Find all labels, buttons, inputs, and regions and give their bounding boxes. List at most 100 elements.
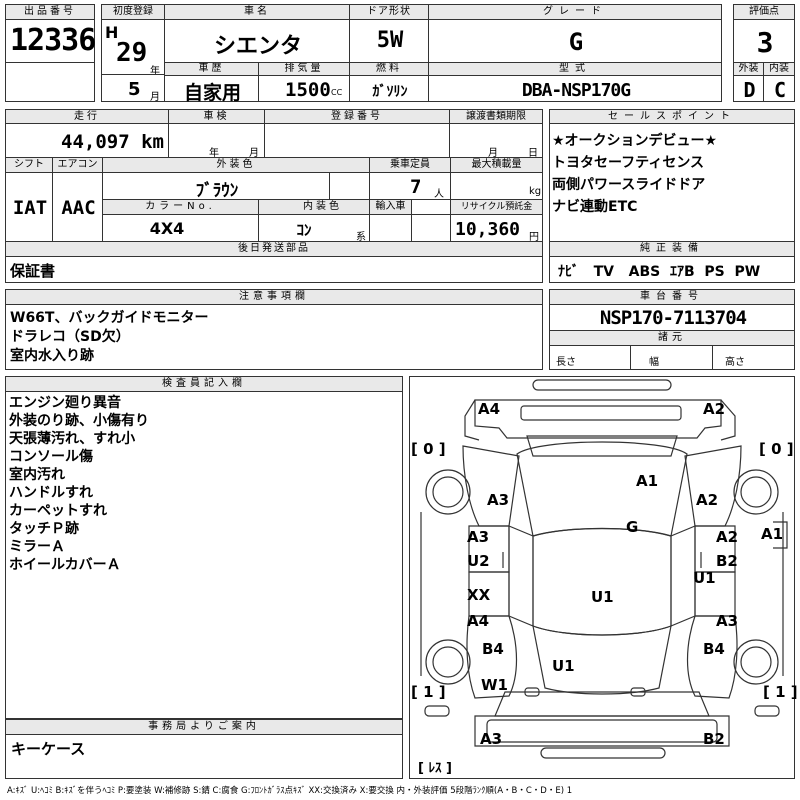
front-left-corner (464, 399, 480, 441)
ext-color: ﾌﾞﾗｳﾝ (195, 181, 239, 201)
chassis-cell: NSP170-7113704 (549, 304, 795, 331)
fuel-cell: ｶﾞｿﾘﾝ (349, 75, 429, 102)
equipment-item: ﾅﾋﾞ (558, 264, 579, 280)
inspection-cell: 年 月 (168, 123, 265, 159)
recycle-fee: 10,360 (455, 219, 521, 240)
specs-label: 諸元 (549, 330, 795, 346)
damage-mark: U1 (552, 657, 575, 675)
transfer-cell: 月 日 (449, 123, 543, 159)
equipment-cell: ﾅﾋﾞ TV ABS ｴｱB PS PW (549, 256, 795, 283)
right-fender-shape (684, 445, 742, 527)
era: H (105, 23, 119, 42)
damage-mark: A3 (480, 730, 503, 748)
rear-left-step (424, 705, 450, 717)
mileage-label: 走行 (5, 109, 169, 124)
inspector-line: コンソール傷 (9, 449, 93, 465)
transfer-label: 譲渡書類期限 (449, 109, 543, 124)
interior-grade: C (773, 78, 787, 102)
lot-no-cell: 12336 (5, 19, 96, 63)
import-extra-cell (411, 214, 451, 242)
first-reg-month-cell: 5 月 (101, 74, 165, 103)
rear-bumper-shape (474, 715, 730, 747)
grade-cell: G (428, 19, 722, 63)
damage-diagram-frame (409, 376, 795, 779)
exterior-cell: D (733, 75, 764, 102)
grade: G (568, 28, 584, 56)
inspector-line: ホイールカバーＡ (9, 557, 121, 573)
inspector-line: エンジン廻り異音 (9, 395, 121, 411)
max-load-unit: kg (529, 186, 542, 197)
height-label: 高さ (725, 357, 745, 368)
note-line: ドラレコ（SD欠） (10, 329, 130, 345)
year-unit: 年 (150, 66, 160, 77)
spare-tire-bracket: [ ﾚｽ ] (418, 761, 452, 776)
first-reg-year-cell: H 29 年 (101, 19, 165, 77)
height-cell: 高さ (712, 345, 795, 370)
score-cell: 3 (733, 19, 795, 63)
front-right-corner (720, 399, 736, 441)
color-no-cell: 4X4 (102, 214, 259, 242)
exterior-grade: D (743, 78, 756, 102)
damage-mark: A1 (636, 472, 659, 490)
rear-right-step (754, 705, 780, 717)
damage-mark: U2 (467, 552, 490, 570)
left-pillar-shape (508, 525, 534, 627)
damage-mark: U1 (591, 588, 614, 606)
first-reg-label: 初度登録 (101, 4, 165, 20)
equipment-list: ﾅﾋﾞ TV ABS ｴｱB PS PW (558, 261, 760, 281)
damage-mark: G (626, 518, 639, 536)
front-right-hub (740, 476, 772, 508)
color-no-label: カラーNo. (102, 199, 259, 215)
inspection-year-unit: 年 (209, 148, 219, 159)
damage-mark: W1 (481, 676, 508, 694)
fuel-label: 燃料 (349, 62, 429, 76)
door-label: ドア形状 (349, 4, 429, 20)
import-label: 輸入車 (369, 199, 412, 215)
length-label: 長さ (556, 357, 576, 368)
rear-right-wheel (733, 639, 779, 685)
lot-number: 12336 (10, 23, 96, 58)
mileage: 44,097 km (61, 131, 164, 153)
rear-bumper-bottom (540, 747, 666, 759)
damage-mark: A3 (716, 612, 739, 630)
capacity-unit: 人 (434, 189, 444, 200)
capacity: 7 (410, 176, 422, 198)
sales-point: ★オークションデビュー★ (552, 133, 718, 149)
car-name-cell: シエンタ (164, 19, 350, 63)
damage-mark: B2 (716, 552, 738, 570)
sales-point: トヨタセーフティセンス (552, 155, 705, 171)
note-line: 室内水入り跡 (10, 348, 94, 364)
model-label: 型式 (428, 62, 722, 76)
front-end-shape (474, 399, 722, 439)
inspector-line: ハンドルすれ (9, 485, 93, 501)
inspector-line: ミラーＡ (9, 539, 65, 555)
width-label: 幅 (649, 357, 659, 368)
month-unit: 月 (150, 92, 160, 103)
equipment-item: ABS (628, 264, 661, 280)
inspector-cell: エンジン廻り異音 外装のり跡、小傷有り 天張薄汚れ、すれ小 コンソール傷 室内汚… (5, 391, 403, 719)
equipment-item: ｴｱB (669, 264, 695, 280)
shift: IAT (12, 197, 48, 219)
damage-mark: A2 (703, 400, 726, 418)
sales-point: ナビ連動ETC (552, 199, 638, 215)
damage-mark: A4 (478, 400, 501, 418)
right-pillar-shape (670, 525, 696, 627)
damage-mark: B4 (482, 640, 504, 658)
roof-shape (532, 527, 672, 636)
later-parts-label: 後日発送部品 (5, 241, 543, 257)
door-type: 5W (376, 28, 404, 53)
reg-no-label: 登録番号 (264, 109, 450, 124)
front-right-tire-bracket: [ 0 ] (759, 440, 794, 458)
score: 3 (756, 26, 774, 59)
ext-color-cell: ﾌﾞﾗｳﾝ (102, 172, 330, 201)
office-cell: キーケース (5, 734, 403, 779)
reg-month: 5 (128, 79, 141, 100)
chassis-number: NSP170-7113704 (599, 307, 747, 329)
displacement: 1500 (285, 79, 331, 101)
sales-point: 両側パワースライドドア (552, 177, 706, 193)
note-line: W66T、バックガイドモニター (10, 310, 209, 326)
ac-label: エアコン (52, 157, 103, 173)
right-quarter-shape (686, 615, 738, 699)
int-color-unit: 系 (356, 232, 366, 243)
model-cell: DBA-NSP170G (428, 75, 722, 102)
